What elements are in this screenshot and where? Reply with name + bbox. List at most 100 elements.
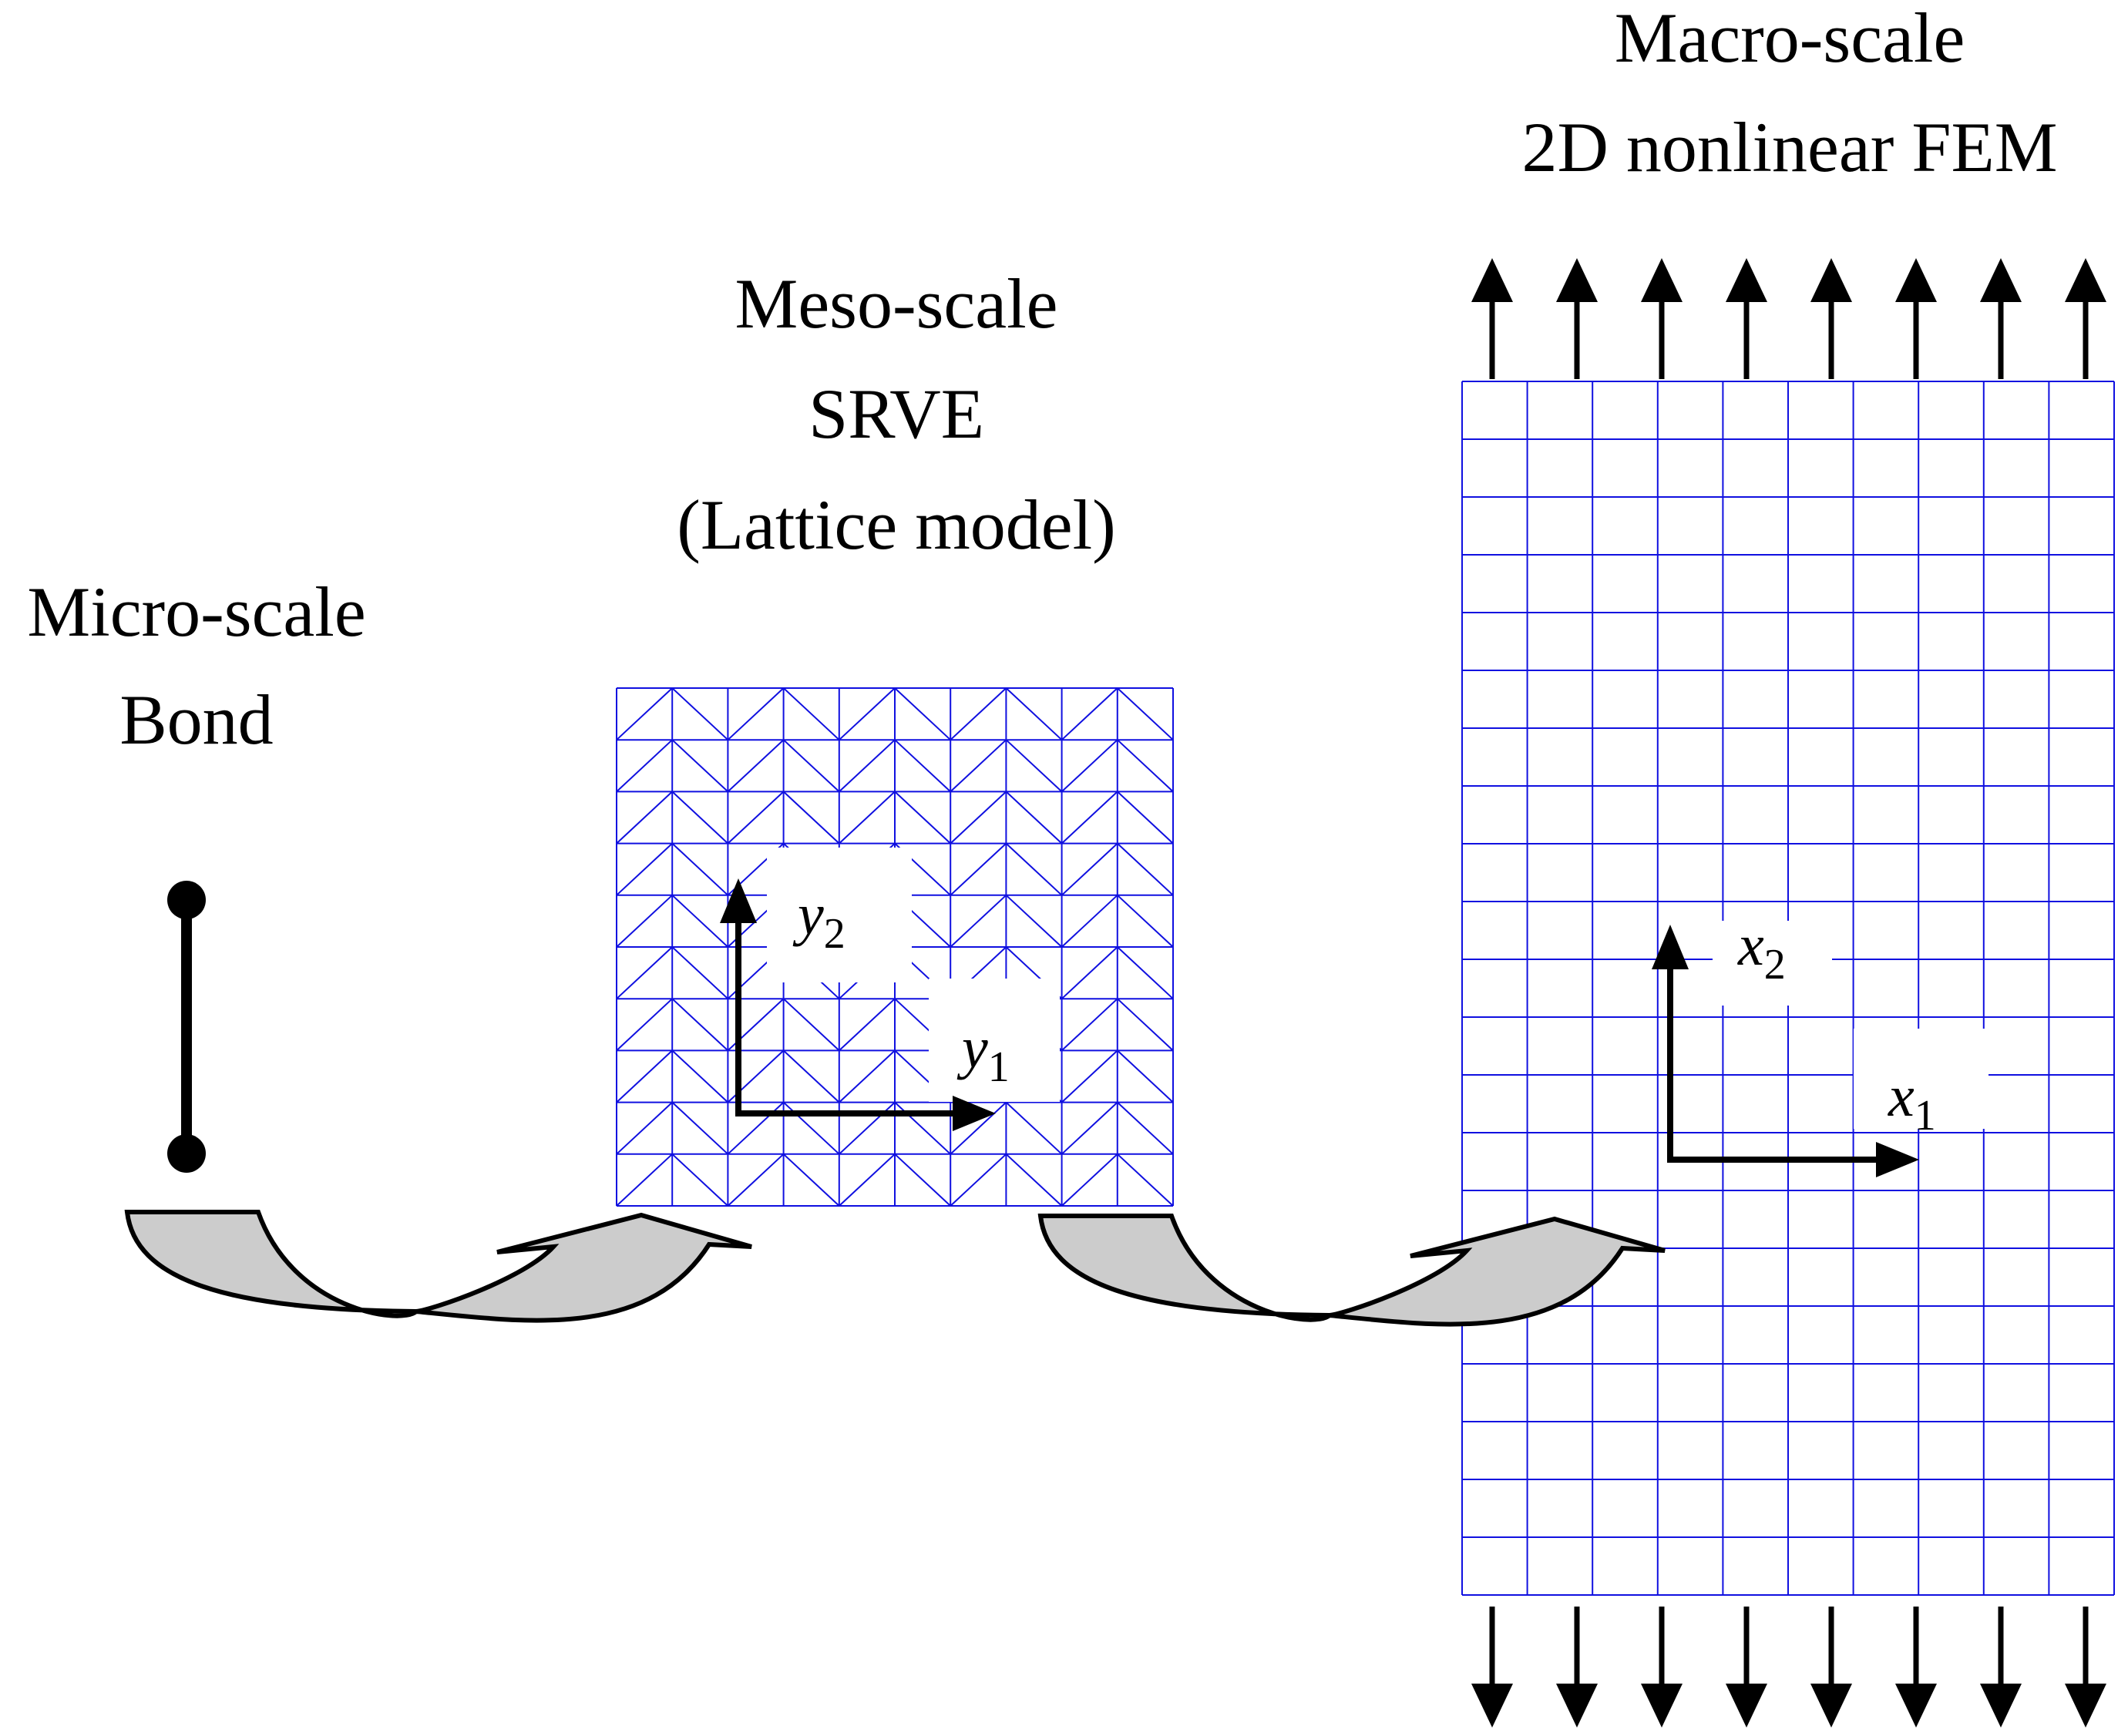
meso-scale-title-line1: Meso-scale xyxy=(735,264,1058,343)
lattice-bar-diagonal xyxy=(1061,1101,1118,1155)
meso-axis-label-y2: y2 xyxy=(792,882,845,958)
lattice-bar-diagonal xyxy=(727,791,785,844)
lattice-bar-diagonal xyxy=(950,1101,1007,1155)
lattice-bar-diagonal xyxy=(839,687,896,740)
load-arrow-bottom-head xyxy=(1726,1684,1767,1728)
load-arrow-top-head xyxy=(2065,258,2106,302)
lattice-bar-diagonal xyxy=(1061,1153,1118,1207)
lattice-bar-diagonal xyxy=(727,739,785,793)
load-arrow-top-head xyxy=(1980,258,2022,302)
micro-scale-title-line1: Micro-scale xyxy=(27,573,365,651)
lattice-bar-diagonal xyxy=(616,687,673,740)
macro-axis-horizontal-arrowhead xyxy=(1876,1142,1919,1177)
lattice-bar-diagonal xyxy=(894,687,951,740)
lattice-bar-diagonal xyxy=(1005,739,1063,793)
transfer-arrow-meso-to-macro xyxy=(1037,1214,1666,1327)
macro-axis-vertical-arrowhead xyxy=(1652,925,1689,969)
lattice-bar-diagonal xyxy=(616,842,673,896)
meso-axis-label-y1: y1 xyxy=(956,1016,1010,1091)
load-arrow-top-head xyxy=(1556,258,1598,302)
load-arrow-bottom-head xyxy=(2065,1684,2106,1728)
lattice-bar-diagonal xyxy=(1061,998,1118,1052)
macro-scale-title: Macro-scale 2D nonlinear FEM xyxy=(1521,0,2057,186)
meso-axis-label-bg xyxy=(767,848,912,982)
lattice-bar-diagonal xyxy=(839,1101,896,1155)
lattice-bar-diagonal xyxy=(616,1153,673,1207)
lattice-bar-diagonal xyxy=(1117,1101,1174,1155)
transfer-arrow-body xyxy=(1037,1214,1666,1327)
lattice-bar-diagonal xyxy=(1005,895,1063,948)
lattice-bar-diagonal xyxy=(671,946,729,999)
load-arrow-top-head xyxy=(1895,258,1937,302)
macro-scale-title-line1: Macro-scale xyxy=(1615,0,1965,77)
load-arrow-top-head xyxy=(1810,258,1852,302)
load-arrows xyxy=(1471,258,2106,1728)
macro-axis-label-x1: x1 xyxy=(1888,1064,1936,1140)
load-arrow-bottom-head xyxy=(1810,1684,1852,1728)
lattice-bar-diagonal xyxy=(839,1049,896,1103)
lattice-model xyxy=(616,687,1174,1207)
lattice-bar-diagonal xyxy=(1117,895,1174,948)
meso-scale-title-line2: SRVE xyxy=(809,374,984,453)
lattice-bar-diagonal xyxy=(1061,791,1118,844)
lattice-bar-diagonal xyxy=(1061,895,1118,948)
load-arrow-top-head xyxy=(1726,258,1767,302)
lattice-bar-diagonal xyxy=(894,739,951,793)
lattice-bar-diagonal xyxy=(1117,739,1174,793)
lattice-bar-diagonal xyxy=(671,1101,729,1155)
lattice-bar-diagonal xyxy=(1117,842,1174,896)
micro-scale-title: Micro-scale Bond xyxy=(27,573,365,759)
macro-scale-title-line2: 2D nonlinear FEM xyxy=(1521,108,2057,186)
lattice-bar-diagonal xyxy=(1005,1101,1063,1155)
lattice-bar-diagonal xyxy=(727,1153,785,1207)
lattice-bar-diagonal xyxy=(671,842,729,896)
load-arrow-bottom-head xyxy=(1895,1684,1937,1728)
lattice-bar-diagonal xyxy=(1005,1153,1063,1207)
lattice-bar-diagonal xyxy=(950,687,1007,740)
lattice-bar-diagonal xyxy=(671,687,729,740)
load-arrow-bottom-head xyxy=(1471,1684,1513,1728)
lattice-bar-diagonal xyxy=(1061,1049,1118,1103)
macro-axes: x2 x1 xyxy=(1652,913,1988,1177)
load-arrow-bottom-head xyxy=(1556,1684,1598,1728)
lattice-bar-diagonal xyxy=(1061,842,1118,896)
lattice-bar-diagonal xyxy=(1005,842,1063,896)
macro-axis-label-x2: x2 xyxy=(1737,913,1786,989)
lattice-bar-diagonal xyxy=(671,895,729,948)
lattice-bar-diagonal xyxy=(1061,946,1118,999)
lattice-bar-diagonal xyxy=(950,791,1007,844)
lattice-bar-diagonal xyxy=(1005,791,1063,844)
lattice-bar-diagonal xyxy=(894,1101,951,1155)
transfer-arrow-micro-to-meso xyxy=(124,1210,752,1323)
bond-node-top xyxy=(167,881,206,919)
lattice-bar-diagonal xyxy=(782,998,840,1052)
lattice-bar-diagonal xyxy=(782,739,840,793)
lattice-bar-diagonal xyxy=(1117,687,1174,740)
load-arrow-bottom-head xyxy=(1980,1684,2022,1728)
lattice-bar-diagonal xyxy=(671,739,729,793)
lattice-bar-diagonal xyxy=(950,842,1007,896)
lattice-bar-diagonal xyxy=(1117,791,1174,844)
lattice-bar-diagonal xyxy=(782,687,840,740)
lattice-bar-diagonal xyxy=(1117,1153,1174,1207)
lattice-bar-diagonal xyxy=(839,791,896,844)
lattice-bar-diagonal xyxy=(1061,739,1118,793)
transfer-arrow-body xyxy=(124,1210,752,1323)
fem-mesh xyxy=(1461,381,2115,1596)
lattice-bar-diagonal xyxy=(1061,687,1118,740)
lattice-bar-diagonal xyxy=(671,1049,729,1103)
lattice-bar-diagonal xyxy=(671,1153,729,1207)
load-arrow-top-head xyxy=(1471,258,1513,302)
lattice-bar-diagonal xyxy=(839,739,896,793)
lattice-bar-diagonal xyxy=(727,687,785,740)
lattice-bar-diagonal xyxy=(782,1101,840,1155)
lattice-bar-diagonal xyxy=(950,739,1007,793)
meso-scale-title-line3: (Lattice model) xyxy=(677,485,1116,564)
lattice-bar-diagonal xyxy=(616,946,673,999)
meso-axis-label-bg xyxy=(929,979,1060,1102)
lattice-bar-diagonal xyxy=(950,895,1007,948)
lattice-bar-diagonal xyxy=(616,1101,673,1155)
bond-element xyxy=(167,881,206,1173)
meso-axis-horizontal-arrowhead xyxy=(953,1096,996,1131)
